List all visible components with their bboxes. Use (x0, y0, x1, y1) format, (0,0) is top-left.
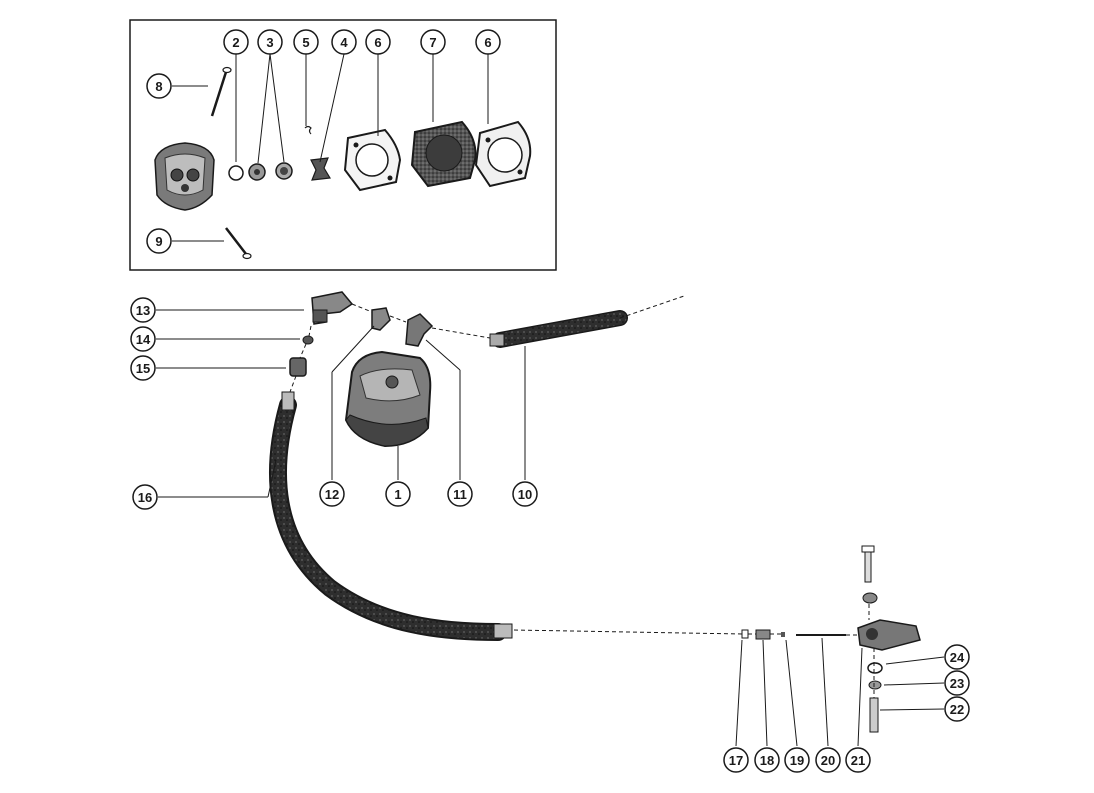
callout-14: 14 (130, 326, 156, 352)
svg-text:18: 18 (760, 753, 774, 768)
gasket-left-part (343, 128, 402, 192)
inset-frame (129, 19, 557, 271)
diaphragm-part (410, 120, 477, 188)
svg-text:17: 17 (729, 753, 743, 768)
filter-18-part (755, 629, 771, 640)
retainer-part (310, 157, 331, 181)
check-ball-part (228, 165, 244, 181)
callout-2: 2 (223, 29, 249, 55)
seal-17-part (741, 629, 749, 639)
elbow-fitting-11-part (405, 313, 434, 347)
callout-18: 18 (754, 747, 780, 773)
screw-8-part (210, 66, 232, 117)
svg-text:24: 24 (950, 650, 965, 665)
callout-1: 1 (385, 481, 411, 507)
bolt-top-part (861, 545, 878, 604)
fitting-12-part (371, 307, 391, 331)
spring-19-part (781, 632, 785, 637)
callout-22: 22 (944, 696, 970, 722)
callout-17: 17 (723, 747, 749, 773)
svg-text:20: 20 (821, 753, 835, 768)
bolt-22-part (869, 697, 879, 733)
callout-24: 24 (944, 644, 970, 670)
callout-7: 7 (420, 29, 446, 55)
svg-text:2: 2 (232, 35, 239, 50)
svg-text:1: 1 (394, 487, 401, 502)
svg-text:6: 6 (374, 35, 381, 50)
leader-lines (156, 53, 945, 747)
svg-text:3: 3 (266, 35, 273, 50)
svg-text:12: 12 (325, 487, 339, 502)
svg-text:19: 19 (790, 753, 804, 768)
washer-23-part (868, 680, 882, 690)
elbow-fitting-13-part (311, 291, 354, 325)
svg-text:7: 7 (429, 35, 436, 50)
callout-11: 11 (447, 481, 473, 507)
valve-seat-part (248, 162, 293, 181)
hose-10-part (489, 295, 685, 348)
callout-16: 16 (132, 484, 158, 510)
spring-part (304, 125, 312, 135)
callout-13: 13 (130, 297, 156, 323)
svg-text:15: 15 (136, 361, 150, 376)
callout-12: 12 (319, 481, 345, 507)
pump-body-part (154, 142, 215, 211)
hose-16-part (269, 391, 513, 641)
lockwasher-24-part (867, 662, 883, 674)
fitting-21-part (857, 619, 921, 651)
gasket-right-part (474, 120, 532, 188)
svg-text:13: 13 (136, 303, 150, 318)
svg-text:16: 16 (138, 490, 152, 505)
callout-23: 23 (944, 670, 970, 696)
fuel-pump-part (344, 350, 432, 448)
callout-4: 4 (331, 29, 357, 55)
callout-10: 10 (512, 481, 538, 507)
svg-text:14: 14 (136, 332, 151, 347)
callout-5: 5 (293, 29, 319, 55)
callout-6b: 6 (475, 29, 501, 55)
svg-text:9: 9 (155, 234, 162, 249)
svg-text:10: 10 (518, 487, 532, 502)
screw-9-part (225, 227, 252, 260)
assembly-dashed-lines (289, 303, 875, 698)
callout-9: 9 (146, 228, 172, 254)
callout-20: 20 (815, 747, 841, 773)
svg-text:21: 21 (851, 753, 865, 768)
callout-21: 21 (845, 747, 871, 773)
callout-8: 8 (146, 73, 172, 99)
callout-15: 15 (130, 355, 156, 381)
svg-text:8: 8 (155, 79, 162, 94)
svg-text:6: 6 (484, 35, 491, 50)
callout-3: 3 (257, 29, 283, 55)
svg-text:11: 11 (453, 487, 467, 502)
svg-text:4: 4 (340, 35, 348, 50)
nut-15-part (289, 357, 307, 377)
callout-19: 19 (784, 747, 810, 773)
washer-14-part (302, 335, 314, 345)
callout-6a: 6 (365, 29, 391, 55)
svg-text:22: 22 (950, 702, 964, 717)
svg-text:23: 23 (950, 676, 964, 691)
svg-text:5: 5 (302, 35, 309, 50)
